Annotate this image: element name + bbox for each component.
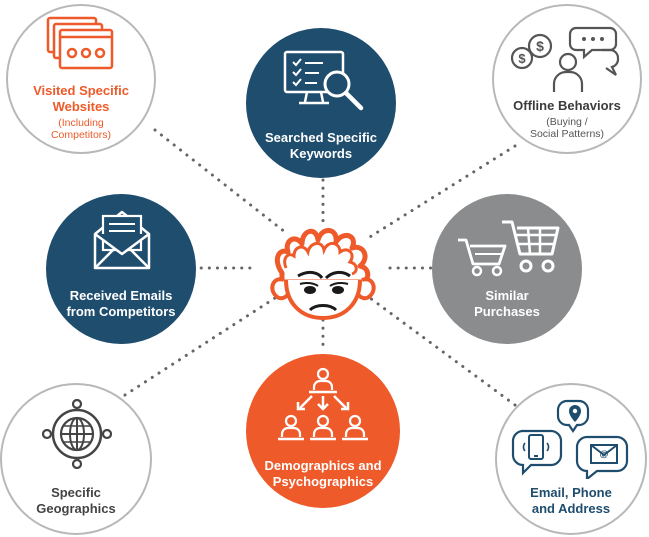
email-phone-title-1: Email, Phone [530,485,612,500]
open-envelope-icon [93,210,151,270]
org-chart-people-icon [278,367,368,441]
similar-purchases-title-1: Similar [485,288,529,303]
offline-behaviors-sub-1: (Buying / [546,116,588,128]
visited-websites-sub-2: Competitors) [50,129,112,141]
person-money-chat-icon: $ $ [510,26,620,92]
node-specific-geographics: Specific Geographics [0,383,152,535]
specific-geographics-title-2: Geographics [36,501,116,516]
svg-text:@: @ [600,449,609,459]
visited-websites-title-1: Visited Specific [33,83,129,98]
demographics-title-2: Psychographics [272,474,374,489]
demographics-title-1: Demographics and [264,458,382,473]
received-emails-title-2: from Competitors [66,304,176,319]
monitor-search-icon [283,50,364,111]
shopping-carts-icon [458,220,560,277]
visited-websites-sub-1: (Including [58,117,104,129]
svg-text:$: $ [536,38,544,54]
connector-specific-geographics [123,296,277,397]
node-offline-behaviors: $ $ Offline Behaviors (Buying / Social P… [492,4,642,154]
similar-purchases-title-2: Purchases [474,304,540,319]
frustrated-face-icon [270,228,376,321]
received-emails-title-1: Received Emails [69,288,173,303]
node-email-phone-address: @ Email, Phone and Address [495,383,647,535]
email-phone-title-2: and Address [531,501,611,516]
offline-behaviors-sub-2: Social Patterns) [529,128,605,140]
node-similar-purchases: Similar Purchases [432,194,582,344]
connector-offline-behaviors [363,144,517,242]
searched-keywords-title-1: Searched Specific [265,130,377,145]
specific-geographics-title-1: Specific [51,485,101,500]
node-received-emails: Received Emails from Competitors [46,194,196,344]
globe-target-icon [42,399,112,469]
searched-keywords-title-2: Keywords [289,146,353,161]
node-demographics: Demographics and Psychographics [246,354,400,508]
node-visited-websites: Visited Specific Websites (Including Com… [6,4,156,154]
node-searched-keywords: Searched Specific Keywords [246,28,396,178]
location-phone-email-icon: @ [511,399,629,479]
browser-windows-icon [46,16,114,70]
offline-behaviors-title: Offline Behaviors [513,98,621,113]
connector-visited-websites [153,128,287,234]
visited-websites-title-2: Websites [52,99,110,114]
connector-email-phone [368,296,517,407]
svg-text:$: $ [518,51,526,66]
